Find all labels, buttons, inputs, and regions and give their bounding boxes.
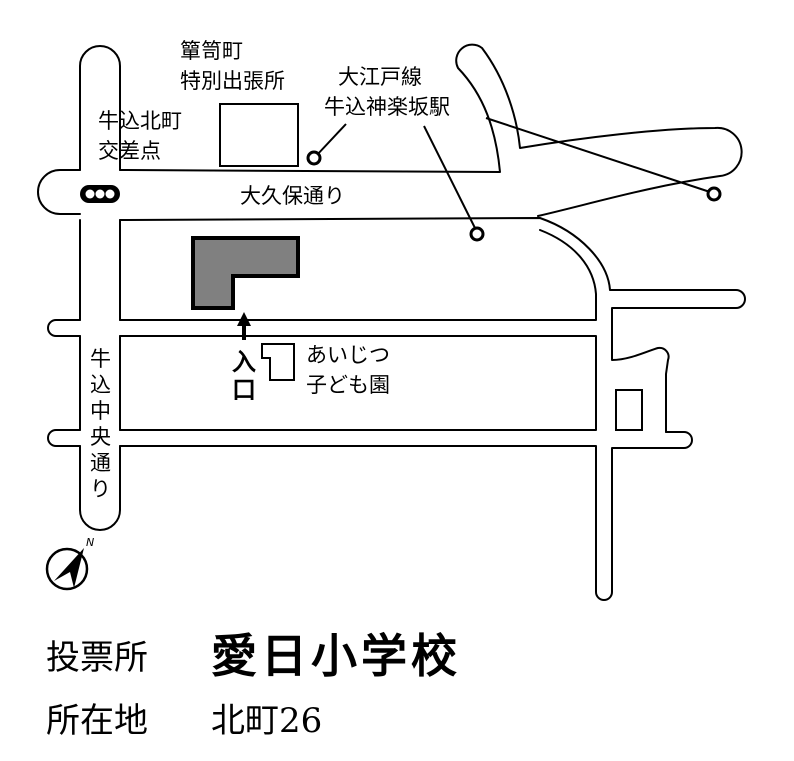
- tansu-branch-office-building: [219, 103, 299, 167]
- entrance-label-line1: 入: [232, 348, 256, 376]
- address-label: 所在地: [46, 701, 148, 741]
- chuo-street-char: 央: [90, 425, 111, 449]
- station-leader-line-1: [423, 125, 477, 231]
- polling-place-row: 投票所 愛日小学校: [46, 620, 461, 686]
- polling-place-name: 愛日小学校: [211, 629, 461, 683]
- intersection-label-line1: 牛込北町: [98, 109, 182, 133]
- address-row: 所在地 北町26: [46, 693, 322, 742]
- aijitsu-kindergarten-building: [261, 343, 295, 381]
- polling-place-label: 投票所: [46, 638, 148, 678]
- station-leader-line-2: [485, 117, 711, 193]
- north-label: N: [86, 536, 94, 549]
- station-marker-icon: [706, 186, 722, 202]
- up-arrow-icon: [237, 312, 251, 340]
- chuo-street-char: 中: [90, 399, 111, 423]
- okubo-street-north-edge: [37, 43, 743, 217]
- road-network: [37, 43, 746, 601]
- station-marker-icon: [306, 150, 322, 166]
- cross-street-west-stub-2: [47, 429, 81, 447]
- kindergarten-label-line2: 子ども園: [306, 373, 390, 397]
- traffic-signal-icon: [80, 185, 120, 203]
- intersection-label-line2: 交差点: [98, 139, 161, 163]
- okubo-street-label: 大久保通り: [240, 184, 345, 208]
- east-lane: [665, 431, 693, 449]
- tansu-office-label-line1: 簞笥町: [180, 39, 243, 63]
- address-value: 北町26: [211, 701, 323, 741]
- entrance-label-line2: 口: [232, 376, 256, 404]
- chuo-street-char: り: [90, 477, 111, 501]
- chuo-street-char: 牛: [90, 347, 111, 371]
- oedo-line-label: 大江戸線: [338, 65, 422, 89]
- small-building-east: [615, 389, 643, 431]
- cross-street-west-stub-1: [47, 319, 81, 337]
- chuo-street-label: 牛 込 中 央 通 り: [90, 347, 111, 501]
- oedo-leader-line: [315, 123, 347, 157]
- station-label: 牛込神楽坂駅: [324, 95, 450, 119]
- okubo-street-south-edge: [119, 217, 746, 601]
- kindergarten-label-line1: あいじつ: [306, 343, 390, 367]
- chuo-street-char: 込: [90, 373, 111, 397]
- ushigome-chuo-street: [79, 45, 121, 531]
- tansu-office-label-line2: 特別出張所: [180, 69, 285, 93]
- aijitsu-elementary-school-building: [191, 236, 300, 310]
- chuo-street-char: 通: [90, 451, 111, 475]
- station-marker-icon: [469, 226, 485, 242]
- north-arrow-icon: N: [45, 536, 94, 591]
